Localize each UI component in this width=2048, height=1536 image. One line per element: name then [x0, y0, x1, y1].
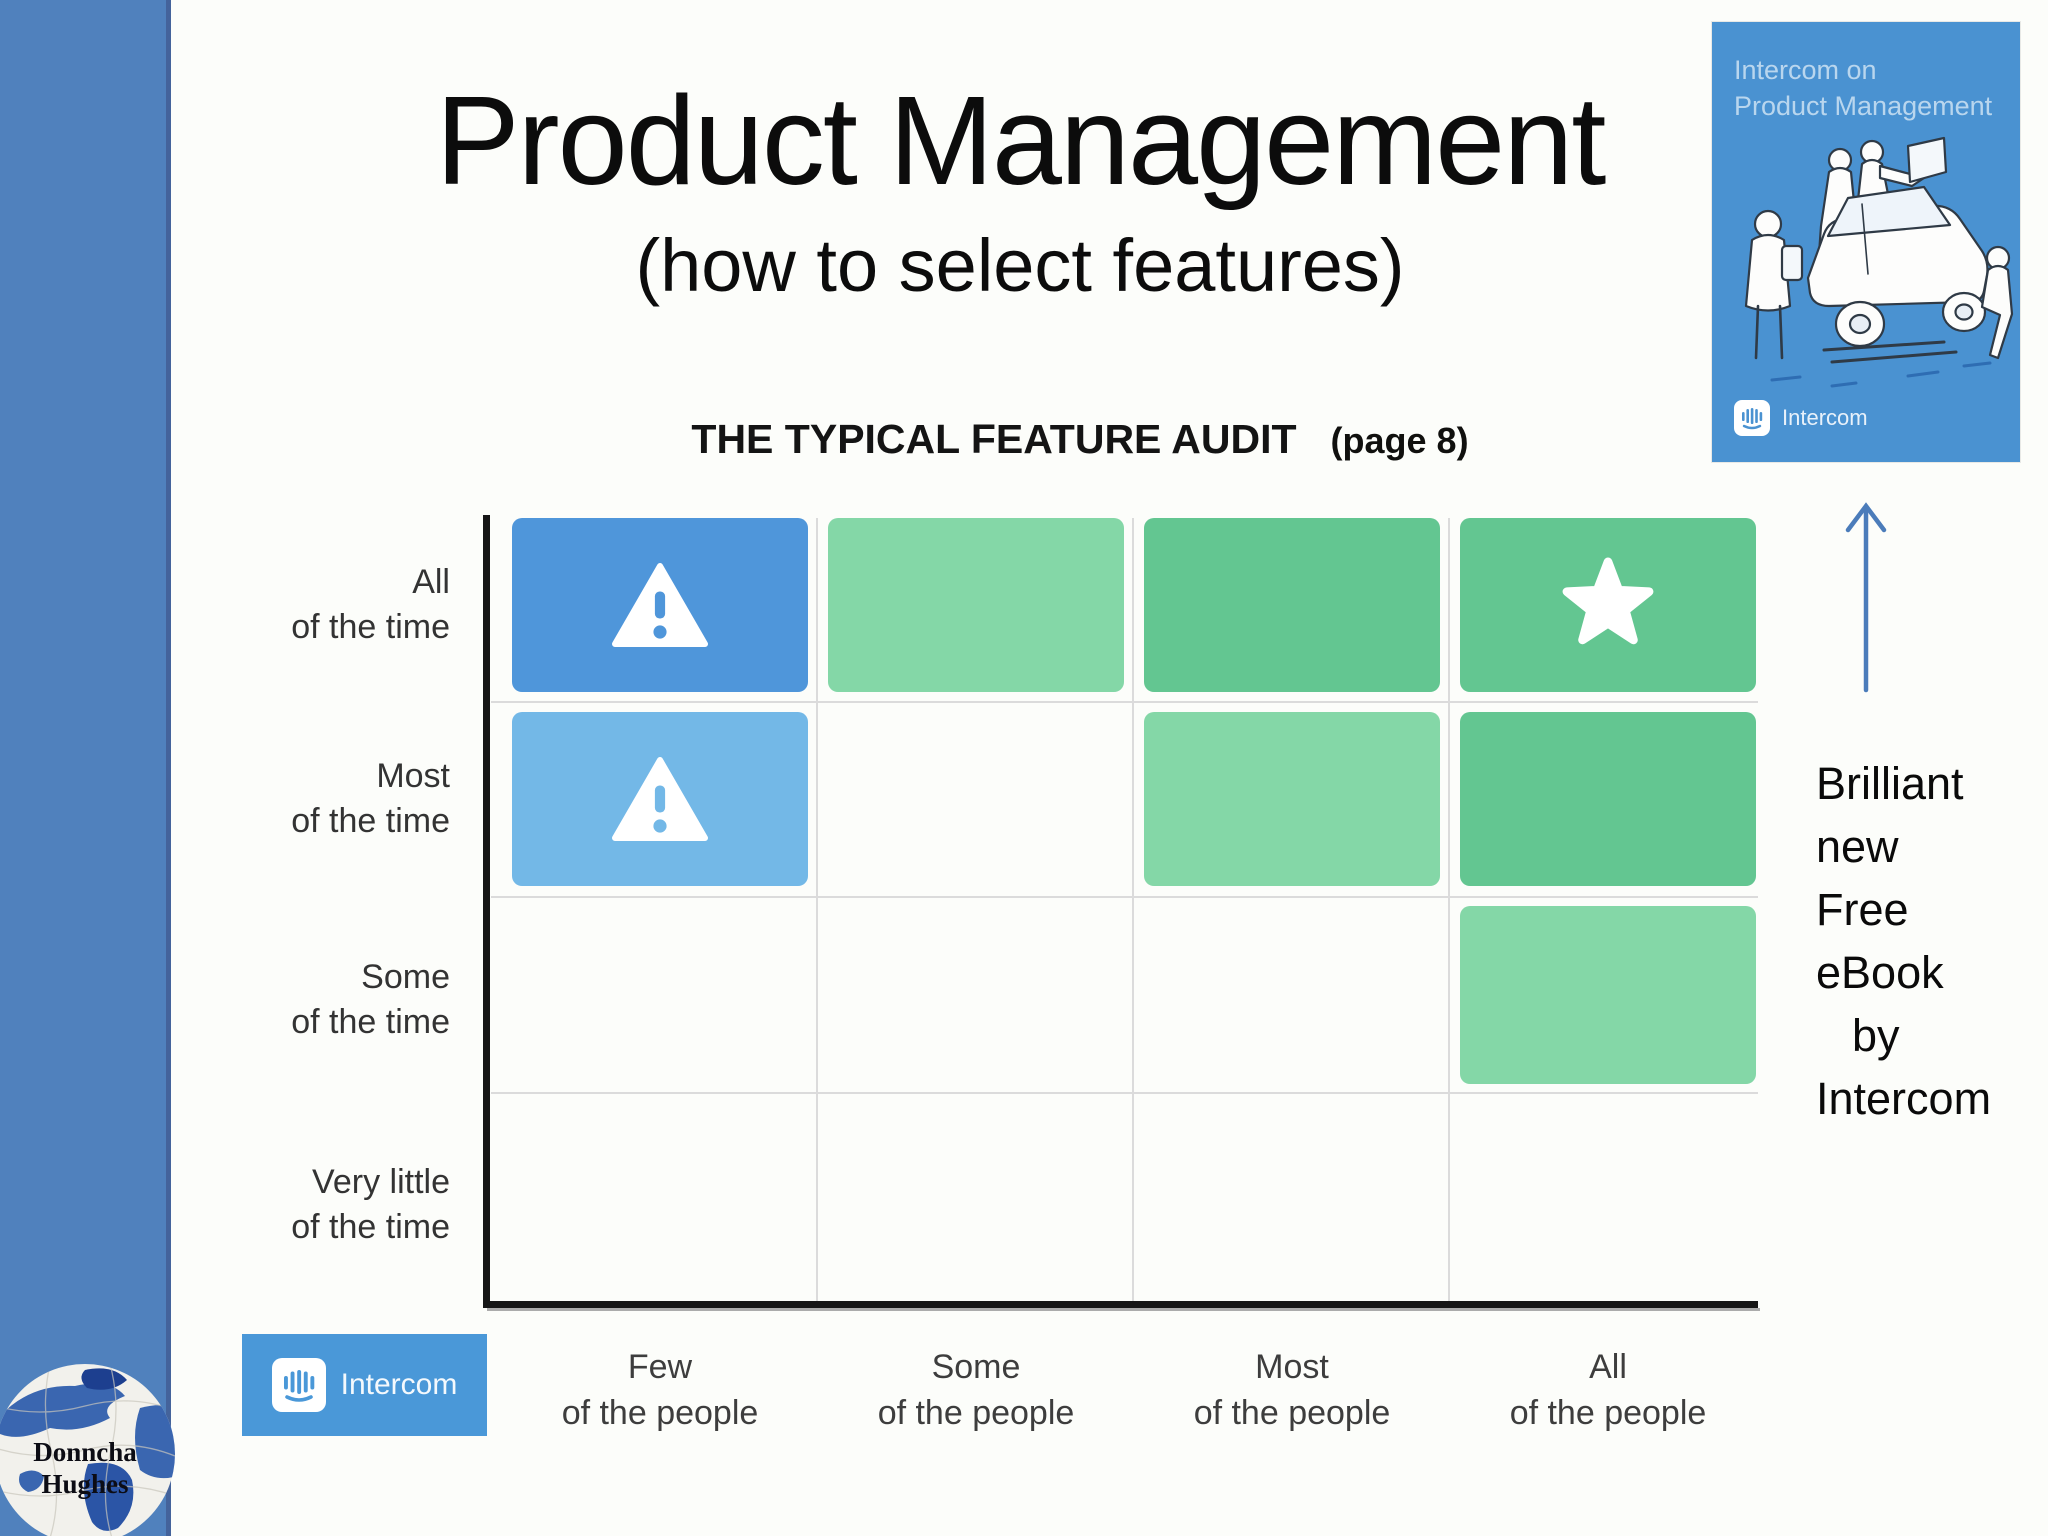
presenter-globe-logo: Donncha Hughes	[0, 1364, 175, 1536]
chart-title: THE TYPICAL FEATURE AUDIT	[691, 416, 1297, 462]
ebook-note-line: Brilliant	[1816, 758, 1964, 809]
x-axis-label-most-of-the-people: Most of the people	[1132, 1344, 1452, 1436]
x-label-line: of the people	[1509, 1394, 1707, 1432]
x-label-line: Some	[931, 1348, 1021, 1386]
ebook-cover-title-line1: Intercom on	[1734, 55, 1877, 85]
intercom-bars-glyph	[283, 1370, 314, 1402]
title-block: Product Management (how to select featur…	[300, 62, 1740, 306]
matrix-cell-r2c3	[1144, 712, 1440, 886]
y-axis-line	[483, 515, 490, 1308]
x-label-line: of the people	[561, 1394, 759, 1432]
ebook-note-line: eBook	[1816, 947, 1944, 998]
x-axis-line	[483, 1301, 1760, 1311]
globe-continents	[0, 1364, 175, 1536]
warning-icon	[612, 563, 708, 647]
matrix-cell-r1c1	[512, 518, 808, 692]
intercom-logo-icon	[1734, 400, 1770, 436]
ebook-note-line: Free	[1816, 884, 1909, 935]
y-label-line: Some	[361, 958, 450, 996]
intercom-logo-icon	[271, 1358, 326, 1412]
intercom-badge-label: Intercom	[340, 1368, 458, 1401]
warning-icon	[612, 757, 708, 841]
ebook-note: Brilliant new Free eBook by Intercom	[1816, 752, 2048, 1130]
y-axis-label-all-of-the-time: All of the time	[130, 560, 450, 650]
matrix-cell-r1c4	[1460, 518, 1756, 692]
x-axis-label-all-of-the-people: All of the people	[1448, 1344, 1768, 1436]
x-label-line: of the people	[877, 1394, 1075, 1432]
gridline-horizontal-3	[491, 1092, 1758, 1094]
y-label-line: of the time	[291, 802, 450, 840]
ebook-note-line: by	[1852, 1010, 1900, 1061]
star-icon	[1562, 557, 1654, 645]
presenter-name-line1: Donncha	[33, 1437, 137, 1467]
x-label-line: Few	[627, 1348, 693, 1386]
ebook-cover-title-line2: Product Management	[1734, 91, 1993, 121]
y-label-line: of the time	[291, 608, 450, 646]
y-label-line: of the time	[291, 1208, 450, 1246]
gridline-vertical-3	[1448, 518, 1450, 1301]
sidebar-stripe: Donncha Hughes	[0, 0, 175, 1536]
intercom-bars-glyph	[1742, 408, 1763, 430]
y-axis-label-most-of-the-time: Most of the time	[130, 754, 450, 844]
gridline-vertical-1	[816, 518, 818, 1301]
matrix-cell-r2c1	[512, 712, 808, 886]
x-label-line: All	[1589, 1348, 1627, 1386]
ebook-note-line: new	[1816, 821, 1899, 872]
x-label-line: Most	[1255, 1348, 1329, 1386]
matrix-cell-r1c3	[1144, 518, 1440, 692]
ebook-note-line: Intercom	[1816, 1073, 1992, 1124]
y-label-line: Very little	[312, 1163, 450, 1201]
matrix-cell-r3c4	[1460, 906, 1756, 1084]
y-label-line: of the time	[291, 1003, 450, 1041]
ebook-cover: Intercom on Product Management	[1712, 22, 2020, 462]
x-axis-label-few-of-the-people: Few of the people	[500, 1344, 820, 1436]
book-cover-illustration	[1744, 136, 2014, 388]
matrix-cell-r2c4	[1460, 712, 1756, 886]
ebook-cover-title: Intercom on Product Management	[1734, 52, 1992, 124]
page-subtitle: (how to select features)	[635, 223, 1405, 307]
intercom-badge: Intercom	[242, 1334, 487, 1436]
y-axis-label-very-little-of-the-time: Very little of the time	[130, 1160, 450, 1250]
y-label-line: All	[412, 563, 450, 601]
book-cover-brand-label: Intercom	[1782, 405, 1868, 430]
gridline-horizontal-1	[491, 701, 1758, 703]
presenter-name-line2: Hughes	[41, 1469, 128, 1499]
up-arrow	[1845, 502, 1887, 693]
x-axis-label-some-of-the-people: Some of the people	[816, 1344, 1136, 1436]
book-cover-brand: Intercom	[1734, 400, 1868, 436]
gridline-vertical-2	[1132, 518, 1134, 1301]
gridline-horizontal-2	[491, 896, 1758, 898]
x-label-line: of the people	[1193, 1394, 1391, 1432]
matrix-cell-r1c2	[828, 518, 1124, 692]
y-label-line: Most	[376, 757, 450, 795]
chart-page-ref: (page 8)	[1330, 420, 1469, 461]
chart-title-row: THE TYPICAL FEATURE AUDIT (page 8)	[455, 416, 1705, 463]
y-axis-label-some-of-the-time: Some of the time	[130, 955, 450, 1045]
page-title: Product Management	[435, 70, 1607, 211]
